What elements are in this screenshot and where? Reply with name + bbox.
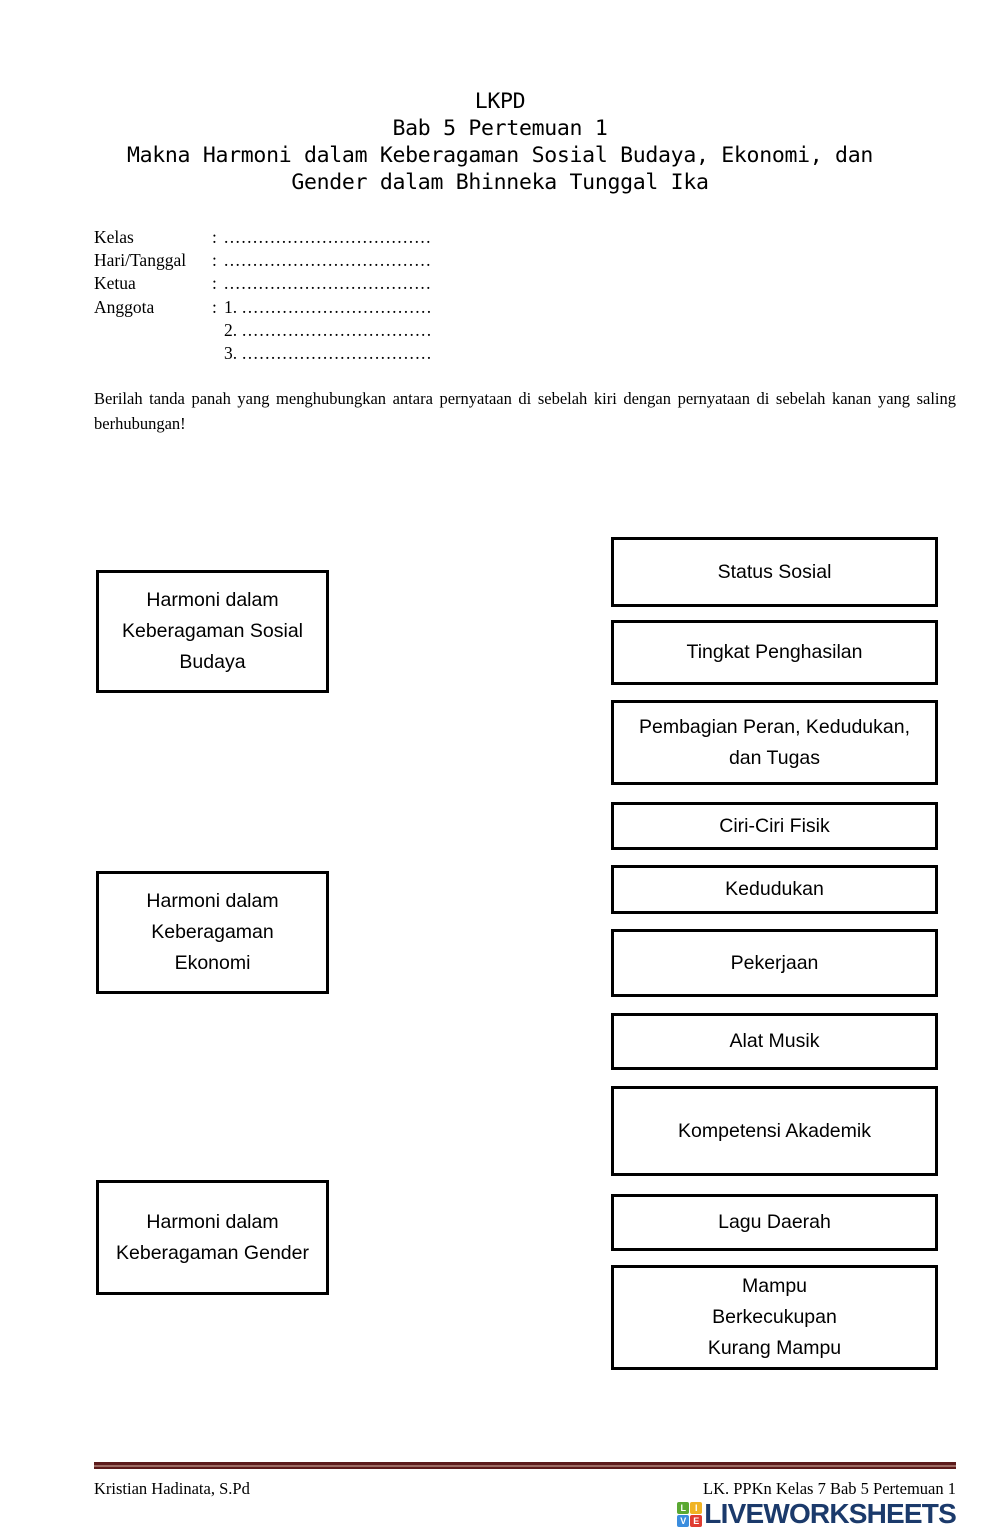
match-box-left-gender[interactable]: Harmoni dalam Keberagaman Gender xyxy=(96,1180,329,1295)
match-box-label: Alat Musik xyxy=(729,1030,820,1052)
identity-colon-hari-tanggal: : xyxy=(212,250,217,271)
match-box-right-kedudukan[interactable]: Kedudukan xyxy=(611,865,938,914)
identity-number-anggota-3: 3. xyxy=(224,343,238,364)
match-box-right-pembagian-peran[interactable]: Pembagian Peran, Kedudukan, dan Tugas xyxy=(611,700,938,785)
title-line-4: Gender dalam Bhinneka Tunggal Ika xyxy=(291,170,709,195)
match-box-label: Kompetensi Akademik xyxy=(678,1119,871,1142)
identity-input-anggota-2[interactable]: ................................. xyxy=(242,319,433,340)
match-box-right-alat-musik[interactable]: Alat Musik xyxy=(611,1013,938,1070)
liveworksheets-wordmark: LIVEWORKSHEETS xyxy=(704,1498,957,1529)
match-box-label: Pembagian Peran, Kedudukan, dan Tugas xyxy=(638,715,911,769)
identity-row-anggota-2: 2. ................................. xyxy=(94,319,433,342)
identity-row-anggota-3: 3. ................................. xyxy=(94,342,433,365)
footer-content: Kristian Hadinata, S.Pd LK. PPKn Kelas 7… xyxy=(94,1478,957,1529)
match-box-label: Kedudukan xyxy=(725,878,824,900)
page-footer: Kristian Hadinata, S.Pd LK. PPKn Kelas 7… xyxy=(94,1462,957,1529)
identity-label-kelas: Kelas xyxy=(94,227,134,247)
match-box-right-mampu[interactable]: Mampu Berkecukupan Kurang Mampu xyxy=(611,1265,938,1370)
title-line-3: Makna Harmoni dalam Keberagaman Sosial B… xyxy=(126,143,873,168)
match-box-label: Harmoni dalam Keberagaman Ekonomi xyxy=(146,890,279,974)
footer-divider-top xyxy=(94,1462,956,1465)
match-box-label: Mampu Berkecukupan Kurang Mampu xyxy=(707,1275,842,1359)
identity-input-hari-tanggal[interactable]: .................................... xyxy=(224,250,432,271)
logo-tile-i-icon: I xyxy=(690,1501,703,1514)
match-box-label: Status Sosial xyxy=(717,560,832,583)
match-box-label: Lagu Daerah xyxy=(718,1211,831,1233)
footer-author: Kristian Hadinata, S.Pd xyxy=(94,1479,250,1498)
identity-row-kelas: Kelas : ................................… xyxy=(94,226,433,249)
identity-colon-anggota: : xyxy=(212,296,217,317)
logo-tile-l-icon: L xyxy=(677,1501,690,1514)
match-box-label: Tingkat Penghasilan xyxy=(686,641,863,663)
match-box-left-ekonomi[interactable]: Harmoni dalam Keberagaman Ekonomi xyxy=(96,871,329,994)
identity-label-ketua: Ketua xyxy=(94,273,136,294)
match-box-left-sosial-budaya[interactable]: Harmoni dalam Keberagaman Sosial Budaya xyxy=(96,570,329,693)
title-line-2: Bab 5 Pertemuan 1 xyxy=(392,116,608,141)
identity-input-anggota-1[interactable]: ................................. xyxy=(242,296,433,317)
title-line-1: LKPD xyxy=(474,89,526,114)
identity-colon-kelas: : xyxy=(212,227,217,247)
identity-label-anggota: Anggota xyxy=(94,296,155,317)
identity-row-hari-tanggal: Hari/Tanggal : .........................… xyxy=(94,249,433,272)
match-box-right-status-sosial[interactable]: Status Sosial xyxy=(611,537,938,607)
identity-input-kelas[interactable]: .................................... xyxy=(224,227,432,247)
identity-colon-ketua: : xyxy=(212,273,217,294)
logo-tile-e-icon: E xyxy=(690,1514,703,1527)
match-box-right-lagu-daerah[interactable]: Lagu Daerah xyxy=(611,1194,938,1251)
footer-divider-bottom xyxy=(94,1467,956,1469)
footer-reference: LK. PPKn Kelas 7 Bab 5 Pertemuan 1 xyxy=(703,1479,956,1498)
match-box-right-kompetensi-akademik[interactable]: Kompetensi Akademik xyxy=(611,1086,938,1176)
match-box-label: Harmoni dalam Keberagaman Gender xyxy=(116,1210,309,1264)
identity-input-anggota-3[interactable]: ................................. xyxy=(242,343,433,364)
match-box-label: Harmoni dalam Keberagaman Sosial Budaya xyxy=(121,589,304,673)
identity-number-anggota-2: 2. xyxy=(224,319,238,340)
identity-input-ketua[interactable]: .................................... xyxy=(224,273,432,294)
identity-fields: Kelas : ................................… xyxy=(94,226,433,365)
match-box-right-tingkat-penghasilan[interactable]: Tingkat Penghasilan xyxy=(611,620,938,685)
footer-divider-middle xyxy=(94,1465,956,1467)
match-box-label: Pekerjaan xyxy=(730,951,819,974)
identity-row-anggota: Anggota : 1. ...........................… xyxy=(94,296,433,319)
logo-tile-v-icon: V xyxy=(677,1514,690,1527)
match-box-right-pekerjaan[interactable]: Pekerjaan xyxy=(611,929,938,997)
identity-label-hari-tanggal: Hari/Tanggal xyxy=(94,250,187,271)
identity-number-anggota-1: 1. xyxy=(224,296,238,317)
document-title-block: LKPD Bab 5 Pertemuan 1 Makna Harmoni dal… xyxy=(0,88,1000,196)
instruction-text: Berilah tanda panah yang menghubungkan a… xyxy=(94,389,956,433)
identity-row-ketua: Ketua : ................................… xyxy=(94,272,433,295)
match-box-label: Ciri-Ciri Fisik xyxy=(719,814,830,837)
match-box-right-ciri-ciri-fisik[interactable]: Ciri-Ciri Fisik xyxy=(611,802,938,850)
